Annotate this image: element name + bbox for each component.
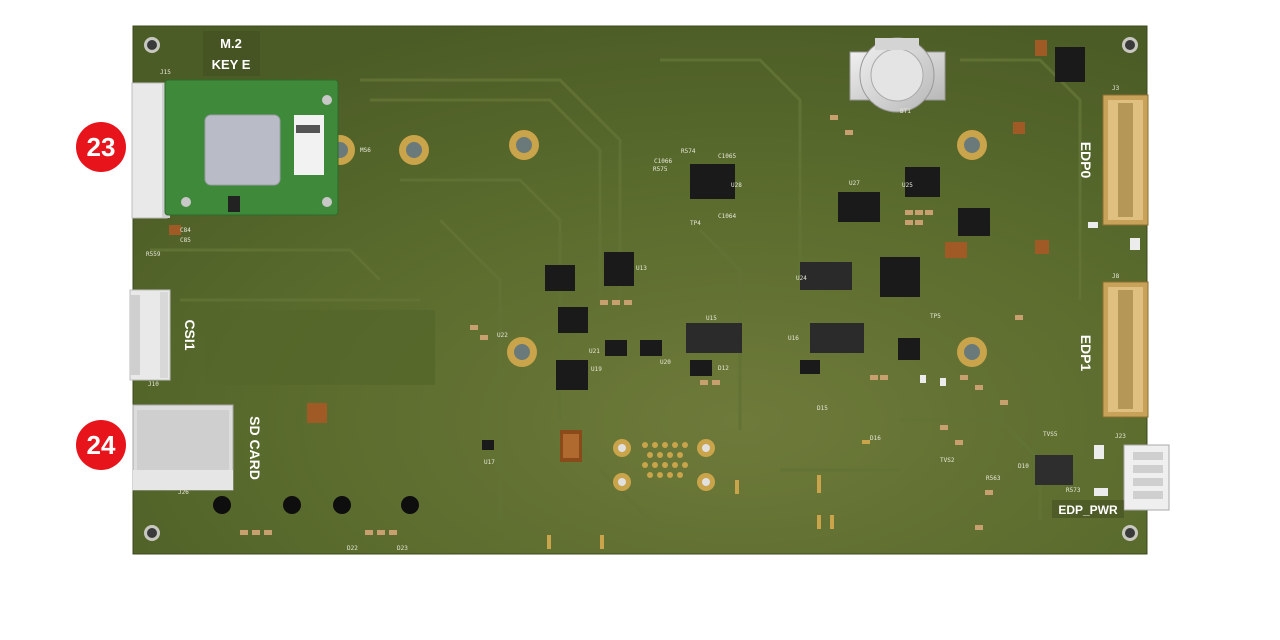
silkscreen-label: C85 [180, 237, 191, 244]
silkscreen-label: C84 [180, 227, 191, 234]
silkscreen-label: U24 [796, 275, 807, 282]
silkscreen-label: U19 [591, 366, 602, 373]
silkscreen-label: C1065 [718, 153, 736, 160]
svg-text:24: 24 [87, 430, 116, 460]
ground-plane-area [205, 310, 435, 385]
silkscreen-label: U21 [589, 348, 600, 355]
csi-connector [129, 289, 171, 381]
silkscreen-label: D12 [718, 365, 729, 372]
silkscreen-label: R575 [653, 166, 668, 173]
silkscreen-label: R563 [986, 475, 1001, 482]
test-points [213, 496, 419, 514]
smd-passives [240, 115, 1023, 535]
silkscreen-label: U27 [849, 180, 860, 187]
silkscreen-label: U16 [788, 335, 799, 342]
silkscreen-label: U13 [636, 265, 647, 272]
white-passives [920, 222, 1140, 496]
sd-card-label: SD CARD [247, 416, 263, 480]
silkscreen-label: J26 [178, 489, 189, 496]
edp-pwr-label: EDP_PWR [1052, 500, 1124, 518]
silkscreen-label: TP4 [690, 220, 701, 227]
board-slots [547, 440, 870, 549]
edp1-label: EDP1 [1078, 335, 1094, 372]
silkscreen-label: TVS5 [1043, 431, 1058, 438]
edp0-label: EDP0 [1078, 142, 1094, 179]
silkscreen-label: J8 [1112, 273, 1120, 280]
edp1-connector [1102, 281, 1149, 418]
svg-text:KEY E: KEY E [212, 57, 251, 72]
sd-card-slot [132, 404, 234, 491]
silkscreen-label: TVS2 [940, 457, 955, 464]
silkscreen-label: D16 [870, 435, 881, 442]
callout-23: 23 [76, 122, 126, 172]
integrated-circuits [482, 47, 1085, 485]
silkscreen-label: D23 [397, 545, 408, 552]
m2-key-e-label: M.2 KEY E [203, 31, 260, 76]
silkscreen-label: D10 [1018, 463, 1029, 470]
silkscreen-label: TP5 [930, 313, 941, 320]
silkscreen-label: J15 [160, 69, 171, 76]
silkscreen-label: J3 [1112, 85, 1120, 92]
svg-text:23: 23 [87, 132, 116, 162]
callout-24: 24 [76, 420, 126, 470]
m2-wifi-module [164, 79, 339, 216]
silkscreen-label: J10 [148, 381, 159, 388]
silkscreen-label: C1066 [654, 158, 672, 165]
mounting-holes [144, 37, 1138, 541]
silkscreen-label: U22 [497, 332, 508, 339]
csi-label: CSI1 [182, 319, 198, 350]
silkscreen-label: R559 [146, 251, 161, 258]
silkscreen-label: D22 [347, 545, 358, 552]
edp0-connector [1102, 94, 1149, 226]
silkscreen-label: U28 [731, 182, 742, 189]
silkscreen-label: U17 [484, 459, 495, 466]
silkscreen-label: U25 [902, 182, 913, 189]
tantalum-capacitors [169, 40, 1049, 462]
silkscreen-label: R574 [681, 148, 696, 155]
silkscreen-label: U20 [660, 359, 671, 366]
m2-connector [131, 82, 168, 219]
silkscreen-label: D15 [817, 405, 828, 412]
coin-cell-holder [849, 37, 946, 113]
silkscreen-label: R573 [1066, 487, 1081, 494]
silkscreen-label: U15 [706, 315, 717, 322]
silkscreen-label: C1064 [718, 213, 736, 220]
power-pad-cluster [613, 439, 715, 491]
silkscreen-label: BT1 [900, 108, 911, 115]
silkscreen-label: MS6 [360, 147, 371, 154]
svg-text:M.2: M.2 [220, 36, 242, 51]
svg-text:EDP_PWR: EDP_PWR [1058, 503, 1118, 517]
pcb-traces [150, 58, 1082, 532]
edp-pwr-connector [1123, 444, 1170, 511]
silkscreen-label: J23 [1115, 433, 1126, 440]
